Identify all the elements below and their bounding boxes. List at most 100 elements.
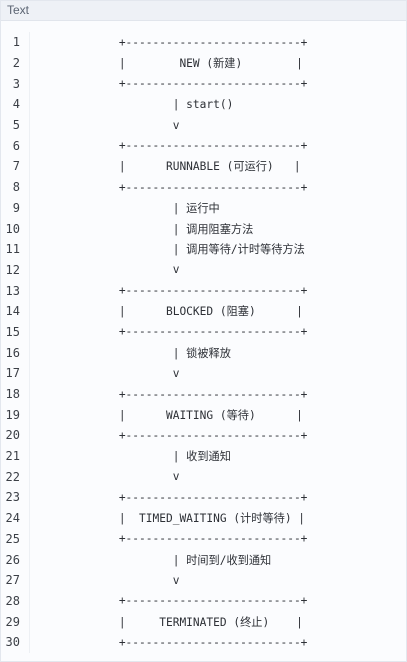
code-text: | WAITING (等待) | [38, 408, 303, 422]
code-text: +--------------------------+ [38, 35, 308, 49]
code-text: +--------------------------+ [38, 387, 308, 401]
code-language-label: Text [1, 1, 406, 21]
code-text: v [38, 118, 180, 132]
code-line: 2 | NEW (新建) | [1, 52, 406, 74]
line-number: 7 [12, 159, 20, 174]
line-number: 19 [5, 407, 20, 422]
code-text: | 锁被释放 [38, 346, 231, 360]
code-line: 23 +--------------------------+ [1, 487, 406, 508]
line-number: 4 [12, 97, 20, 112]
line-number: 27 [5, 573, 20, 588]
line-number: 14 [5, 304, 20, 319]
gutter-divider [29, 135, 30, 157]
gutter-divider [29, 280, 30, 301]
code-text: | 调用阻塞方法 [38, 222, 254, 236]
code-line: 25 +--------------------------+ [1, 528, 406, 550]
code-text: +--------------------------+ [38, 490, 308, 504]
code-text: +--------------------------+ [38, 325, 308, 339]
gutter-divider [29, 425, 30, 446]
code-line: 19 | WAITING (等待) | [1, 404, 406, 426]
line-number: 26 [5, 552, 20, 567]
code-text: | RUNNABLE (可运行) | [38, 160, 301, 174]
code-line: 12 v [1, 259, 406, 281]
gutter-divider [29, 197, 30, 219]
line-number: 22 [5, 469, 20, 484]
gutter-divider [29, 52, 30, 74]
gutter-divider [29, 487, 30, 508]
code-text: v [38, 263, 180, 277]
code-text: +--------------------------+ [38, 635, 308, 649]
code-text: +--------------------------+ [38, 180, 308, 194]
code-line: 6 +--------------------------+ [1, 135, 406, 157]
gutter-divider [29, 32, 30, 53]
code-text: | TERMINATED (终止) | [38, 615, 303, 629]
code-line: 10 | 调用阻塞方法 [1, 218, 406, 239]
gutter-divider [29, 321, 30, 343]
code-text: | 时间到/收到通知 [38, 553, 272, 567]
code-line: 30 +--------------------------+ [1, 631, 406, 653]
line-number: 10 [5, 221, 20, 236]
line-number: 11 [5, 242, 20, 257]
gutter-divider [29, 569, 30, 591]
code-line: 1 +--------------------------+ [1, 32, 406, 53]
code-line: 22 v [1, 466, 406, 488]
line-number: 15 [5, 324, 20, 339]
code-text: | BLOCKED (阻塞) | [38, 305, 303, 319]
code-text: +--------------------------+ [38, 594, 308, 608]
code-line: 18 +--------------------------+ [1, 383, 406, 405]
code-text: | start() [38, 97, 234, 111]
line-number: 2 [12, 56, 20, 71]
code-line: 26 | 时间到/收到通知 [1, 549, 406, 570]
line-number: 5 [12, 118, 20, 133]
line-number: 3 [12, 76, 20, 91]
gutter-divider [29, 114, 30, 136]
gutter-divider [29, 507, 30, 529]
gutter-divider [29, 631, 30, 653]
gutter-divider [29, 176, 30, 198]
code-line: 15 +--------------------------+ [1, 321, 406, 343]
line-number: 20 [5, 428, 20, 443]
gutter-divider [29, 342, 30, 363]
line-number: 1 [12, 35, 20, 50]
line-number: 6 [12, 138, 20, 153]
gutter-divider [29, 218, 30, 239]
code-line: 20 +--------------------------+ [1, 425, 406, 446]
code-line: 27 v [1, 569, 406, 591]
line-number: 16 [5, 345, 20, 360]
gutter-divider [29, 156, 30, 177]
code-text: +--------------------------+ [38, 77, 308, 91]
gutter-divider [29, 238, 30, 260]
code-line: 9 | 运行中 [1, 197, 406, 219]
gutter-divider [29, 528, 30, 550]
line-number: 9 [12, 200, 20, 215]
line-number: 23 [5, 490, 20, 505]
code-line: 3 +--------------------------+ [1, 73, 406, 95]
gutter-divider [29, 590, 30, 612]
code-text: v [38, 470, 180, 484]
code-line: 24 | TIMED_WAITING (计时等待) | [1, 507, 406, 529]
code-body[interactable]: 1 +--------------------------+2 | NEW (新… [1, 32, 406, 653]
code-line: 4 | start() [1, 94, 406, 115]
gutter-divider [29, 73, 30, 95]
code-line: 21 | 收到通知 [1, 445, 406, 467]
code-line: 11 | 调用等待/计时等待方法 [1, 238, 406, 260]
code-line: 8 +--------------------------+ [1, 176, 406, 198]
line-number: 28 [5, 593, 20, 608]
code-text: v [38, 366, 180, 380]
code-line: 13 +--------------------------+ [1, 280, 406, 301]
code-line: 7 | RUNNABLE (可运行) | [1, 156, 406, 177]
code-text: v [38, 573, 180, 587]
code-text: +--------------------------+ [38, 139, 308, 153]
gutter-divider [29, 611, 30, 632]
code-line: 28 +--------------------------+ [1, 590, 406, 612]
gutter-divider [29, 383, 30, 405]
line-number: 30 [5, 635, 20, 650]
line-number: 24 [5, 511, 20, 526]
line-number: 8 [12, 180, 20, 195]
gutter-divider [29, 300, 30, 322]
gutter-divider [29, 259, 30, 281]
code-line: 5 v [1, 114, 406, 136]
code-line: 14 | BLOCKED (阻塞) | [1, 300, 406, 322]
gutter-divider [29, 363, 30, 384]
